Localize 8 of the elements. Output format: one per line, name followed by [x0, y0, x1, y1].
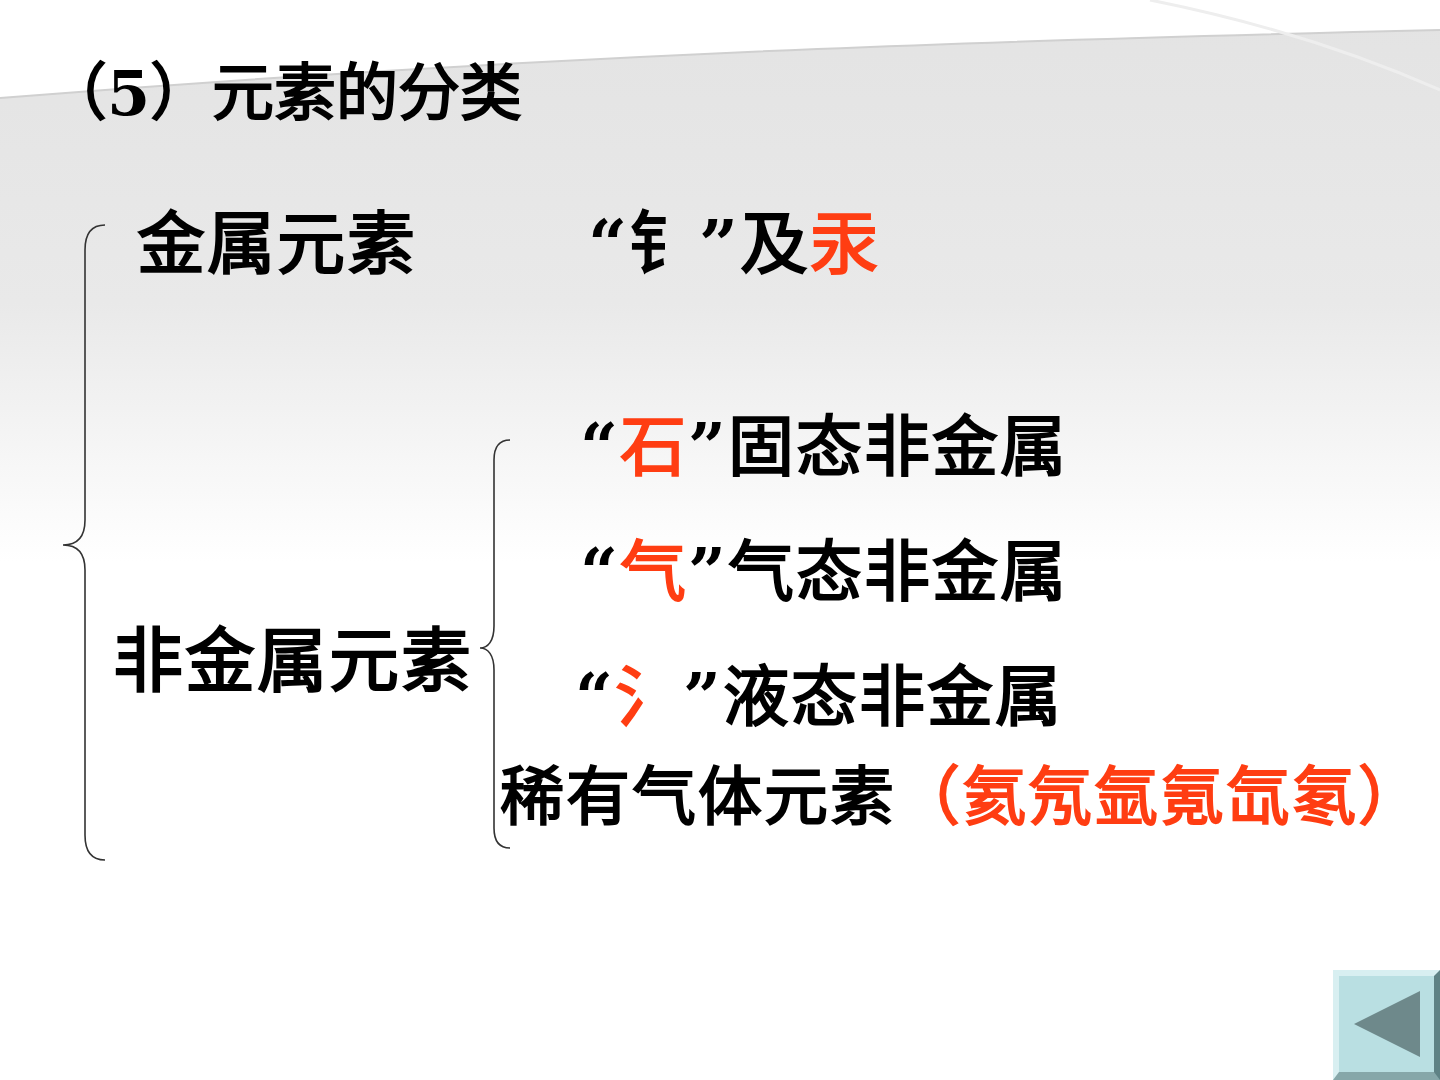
category-label: 非金属元素: [113, 622, 473, 703]
item-label: “气”气态非金属: [580, 535, 1068, 611]
item-label: 稀有气体元素（氦氖氩氪氙氡）: [500, 760, 1424, 834]
slide-title: （5）元素的分类: [45, 58, 523, 130]
category-label: 金属元素: [137, 205, 417, 284]
item-label: “氵”液态非金属: [575, 660, 1063, 736]
item-label: “钅”及汞: [588, 205, 881, 284]
item-label: “石”固态非金属: [580, 410, 1068, 486]
